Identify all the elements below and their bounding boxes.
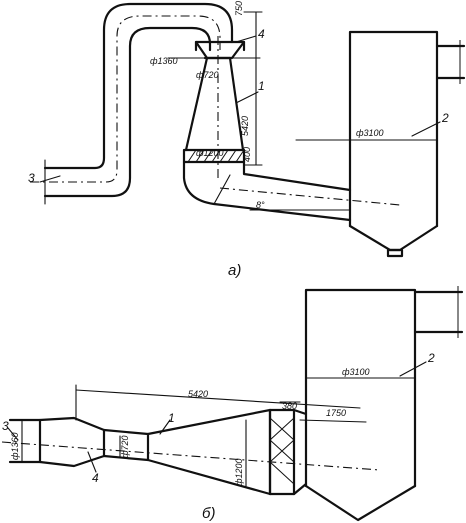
flange-380-hatching (269, 417, 295, 485)
part-label-2: 2 (441, 111, 449, 125)
label-b-d1200: ф1200 (234, 458, 244, 486)
figure-a: ф1360 ф720 ф1200 ф3100 750 5420 400 8° 1… (28, 1, 466, 279)
label-b-l1750: 1750 (326, 408, 346, 418)
inlet-stub (8, 418, 42, 464)
dim-1750-line (299, 419, 367, 423)
label-h400: 400 (242, 147, 252, 162)
diffuser-section (146, 408, 272, 496)
part-label-4: 4 (258, 27, 265, 41)
vessel-drain (386, 248, 404, 258)
part-label-3: 3 (28, 171, 35, 185)
label-angle: 8° (256, 200, 265, 210)
elbow-joint (213, 174, 231, 205)
label-d3100: ф3100 (356, 128, 384, 138)
diffuser-flange (182, 148, 246, 164)
leader-4 (235, 35, 257, 43)
inlet-pipe-axis (30, 15, 221, 183)
flange-380 (268, 408, 296, 496)
vessel-hopper (348, 224, 439, 252)
vessel-body (348, 30, 439, 228)
dim-5420-line (75, 389, 361, 409)
inlet-pipe-inner-wall (43, 26, 212, 198)
part-b-label-3: 3 (2, 419, 9, 433)
part-b-label-2: 2 (427, 351, 435, 365)
caption-a: а) (228, 262, 241, 279)
part-b-label-4: 4 (92, 471, 99, 485)
duct-axis (219, 187, 401, 206)
label-d1200: ф1200 (196, 148, 224, 158)
elbow-outer (182, 160, 352, 222)
throat-section (102, 428, 150, 462)
vessel-b-outlet (413, 290, 464, 334)
label-d720: ф720 (196, 70, 219, 80)
transition-duct (292, 408, 308, 496)
label-d1360: ф1360 (150, 56, 178, 66)
nozzle-section (38, 416, 106, 468)
elbow-inner (242, 160, 352, 192)
leader-1 (235, 91, 259, 104)
part-b-label-1: 1 (168, 411, 175, 425)
label-b-l380: 380 (282, 401, 297, 411)
label-b-d1360: ф1360 (10, 432, 20, 460)
leader-b-4 (87, 451, 97, 473)
diffuser-cone (184, 56, 245, 152)
vessel-b-bottom (304, 484, 417, 522)
ejector-axis (1, 441, 381, 471)
leader-b-2 (399, 361, 427, 377)
part-label-1: 1 (258, 79, 265, 93)
leader-b-3 (7, 427, 19, 441)
label-b-d3100: ф3100 (342, 367, 370, 377)
figure-b: ф1360 ф720 ф1200 ф3100 5420 380 1750 1 2… (1, 286, 464, 522)
label-h750: 750 (234, 1, 244, 16)
leader-b-1 (159, 419, 171, 435)
flange-hatching (187, 149, 245, 163)
caption-b: б) (202, 505, 215, 522)
label-h5420: 5420 (240, 116, 250, 136)
label-b-l5420: 5420 (188, 389, 208, 399)
label-b-d720: ф720 (120, 435, 130, 458)
leader-3 (39, 175, 61, 183)
vessel-b-body (304, 288, 417, 488)
leader-2 (411, 121, 441, 137)
inlet-pipe-outer-wall (43, 2, 234, 170)
